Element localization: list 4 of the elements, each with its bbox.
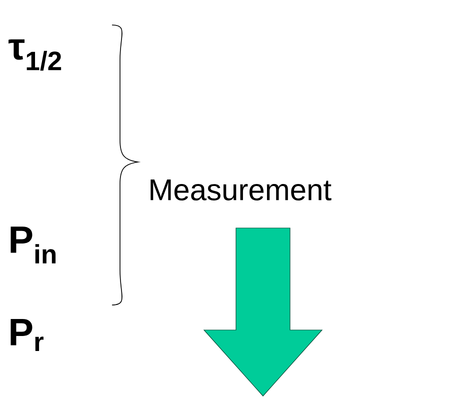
caption-text: Measurement — [150, 180, 332, 200]
symbol-label: τ$_{1/2}$ — [8, 39, 62, 71]
symbol-label: P$_{in}$ — [10, 226, 56, 264]
symbol-label: P$_{r}$ — [10, 319, 44, 351]
